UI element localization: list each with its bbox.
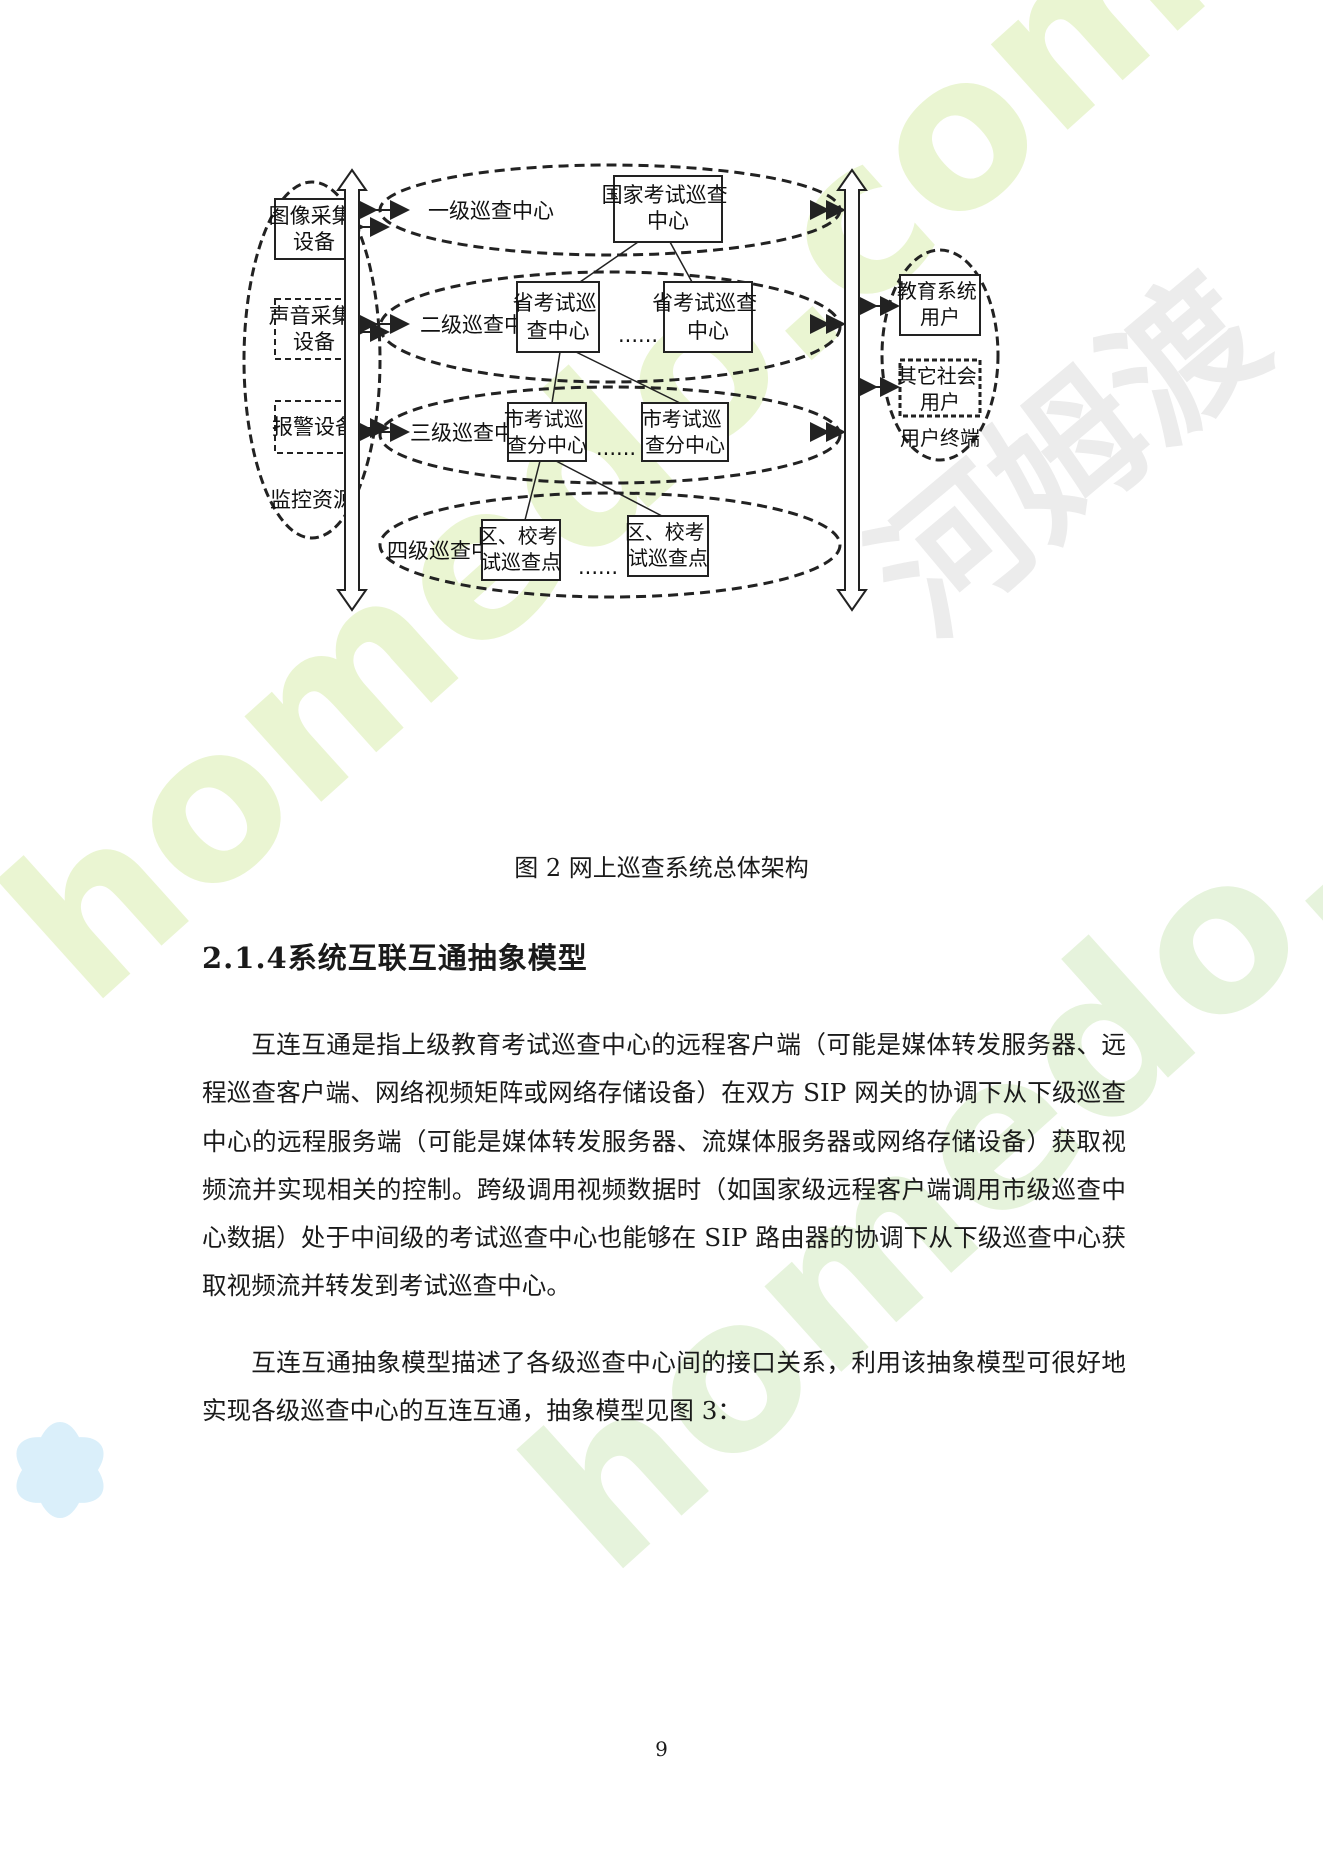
other-users-label: 其它社会 用户 xyxy=(897,364,983,414)
image-capture-device-box xyxy=(274,198,354,260)
district-point-label-2: 区、校考 试巡查点 xyxy=(625,520,711,570)
district-point-box-2 xyxy=(627,515,709,577)
audio-capture-device-label: 声音采集 设备 xyxy=(269,304,360,354)
audio-capture-device-box xyxy=(274,298,354,360)
education-users-label: 教育系统 用户 xyxy=(897,279,983,329)
bus-level-connectors xyxy=(358,200,900,442)
alarm-device-box xyxy=(274,400,354,454)
image-capture-device-label: 图像采集 设备 xyxy=(269,204,360,254)
national-center-box xyxy=(613,175,723,243)
body-paragraph-1: 互连互通是指上级教育考试巡查中心的远程客户端（可能是媒体转发服务器、远程巡查客户… xyxy=(202,1021,1126,1311)
page-number: 9 xyxy=(655,1737,668,1761)
province-center-label-1: 省考试巡 查中心 xyxy=(513,291,604,343)
district-point-box-1 xyxy=(481,519,561,581)
city-center-box-1 xyxy=(507,402,587,462)
province-center-box-1 xyxy=(516,281,600,353)
level-4-ellipsis: ...... xyxy=(578,555,618,579)
monitoring-resources-label: 监控资源 xyxy=(270,488,354,512)
user-terminals-label: 用户终端 xyxy=(900,426,980,450)
watermark-flower-icon xyxy=(16,1422,104,1518)
district-point-label-1: 区、校考 试巡查点 xyxy=(478,524,564,574)
architecture-diagram: 图像采集 设备 声音采集 设备 报警设备 监控资源 xyxy=(240,163,1080,745)
user-terminals-group xyxy=(880,248,1000,462)
level-4-ellipse xyxy=(378,491,842,599)
right-bus-arrow xyxy=(836,168,868,612)
paragraph-text-2: 互连互通抽象模型描述了各级巡查中心间的接口关系，利用该抽象模型可很好地实现各级巡… xyxy=(202,1348,1126,1426)
alarm-device-label: 报警设备 xyxy=(272,415,356,439)
paragraph-text-1: 互连互通是指上级教育考试巡查中心的远程客户端（可能是媒体转发服务器、远程巡查客户… xyxy=(202,1030,1126,1301)
province-center-label-2: 省考试巡查 中心 xyxy=(652,291,764,343)
hierarchy-lines xyxy=(524,241,693,521)
section-title: 2.1.4系统互联互通抽象模型 xyxy=(202,941,588,975)
city-center-box-2 xyxy=(641,402,729,462)
body-paragraph-2: 互连互通抽象模型描述了各级巡查中心间的接口关系，利用该抽象模型可很好地实现各级巡… xyxy=(202,1339,1126,1436)
education-users-box xyxy=(899,274,981,336)
other-users-box xyxy=(898,358,982,418)
city-center-label-2: 市考试巡 查分中心 xyxy=(642,407,728,457)
level-1-label: 一级巡查中心 xyxy=(428,199,554,223)
province-center-box-2 xyxy=(663,281,753,353)
figure-caption: 图 2 网上巡查系统总体架构 xyxy=(514,854,809,882)
level-2-ellipsis: ...... xyxy=(618,323,658,347)
left-bus-arrow xyxy=(336,168,368,612)
city-center-label-1: 市考试巡 查分中心 xyxy=(504,407,590,457)
national-center-label: 国家考试巡查 中心 xyxy=(602,183,735,233)
level-3-ellipsis: ...... xyxy=(596,436,636,460)
monitoring-resources-group xyxy=(242,180,382,540)
